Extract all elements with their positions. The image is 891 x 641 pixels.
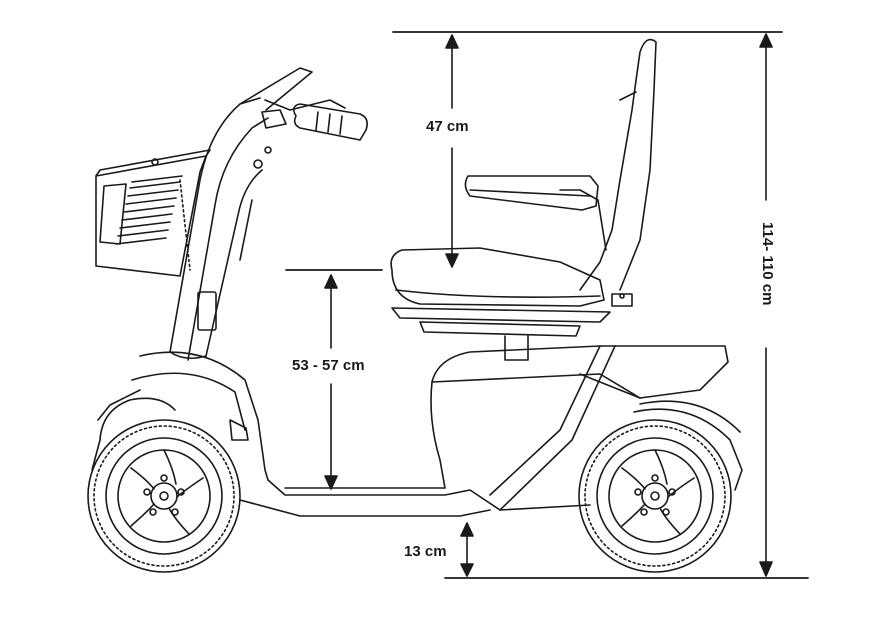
seat-height-label: 53 - 57 cm	[292, 357, 365, 374]
chassis	[91, 345, 743, 517]
rear-wheel	[578, 419, 732, 573]
front-wheel	[87, 419, 241, 573]
basket	[95, 149, 211, 277]
seat	[390, 38, 657, 361]
seat-back-height-label: 47 cm	[426, 118, 469, 135]
tiller	[169, 67, 368, 361]
total-height-label: 114- 110 cm	[759, 222, 776, 306]
ground-clearance-label: 13 cm	[404, 543, 447, 560]
dimension-lines	[285, 31, 809, 579]
